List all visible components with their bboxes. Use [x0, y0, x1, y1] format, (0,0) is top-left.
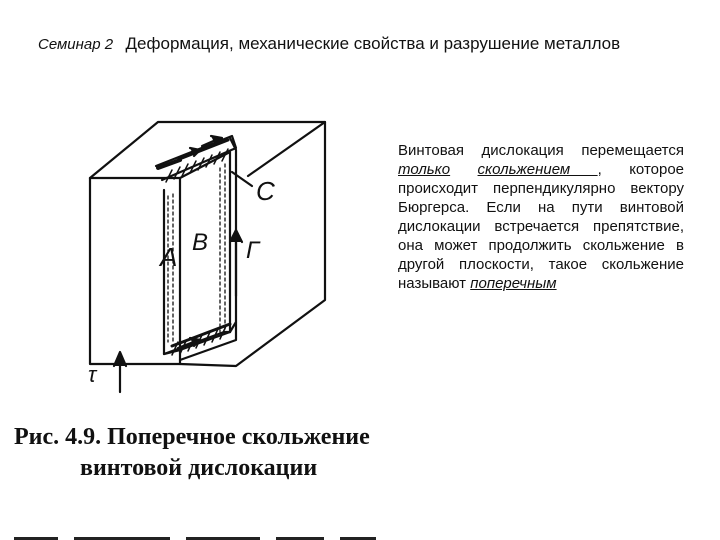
text-only: только: [398, 161, 451, 178]
cut-off-text-line: [14, 528, 404, 540]
label-a: A: [158, 242, 177, 272]
screw-dislocation-figure: A B C Г τ: [88, 120, 327, 394]
slide-header: Семинар 2 Деформация, механические свойс…: [38, 34, 698, 54]
label-b: B: [192, 229, 208, 256]
body-text: Винтовая дислокация перемещается только …: [398, 141, 684, 293]
seminar-label: Семинар 2: [38, 36, 114, 53]
caption-line-2: винтовой дислокации: [80, 455, 318, 481]
slide-title: Деформация, механические свойства и разр…: [125, 34, 621, 53]
label-g: Г: [246, 237, 261, 264]
block-right-face: [178, 120, 327, 368]
text-part-2: , которое происходит перпендикулярно век…: [398, 161, 685, 292]
text-transverse: поперечным: [470, 275, 557, 292]
caption-line-1: Рис. 4.9. Поперечное скольжение: [14, 424, 370, 450]
text-part-1: Винтовая дислокация перемещается: [398, 142, 684, 159]
text-slip: скольжением: [477, 161, 598, 178]
label-tau: τ: [88, 362, 98, 387]
label-c: C: [256, 176, 275, 206]
block-top-face: [88, 120, 327, 180]
figure-caption: Рис. 4.9. Поперечное скольжение винтовой…: [14, 422, 370, 484]
